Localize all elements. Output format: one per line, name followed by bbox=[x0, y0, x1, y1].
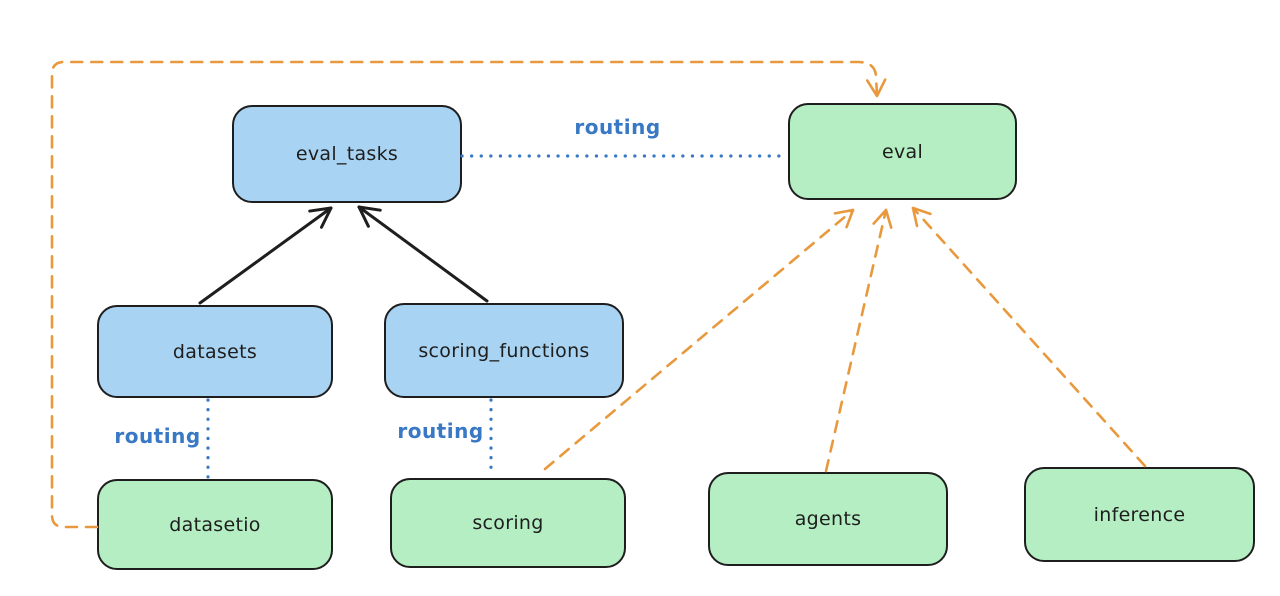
node-inference: inference bbox=[1024, 467, 1255, 562]
edge-datasets-eval-tasks-arrow bbox=[198, 206, 333, 305]
node-scoring-functions: scoring_functions bbox=[384, 303, 624, 398]
node-eval-tasks: eval_tasks bbox=[232, 105, 462, 203]
edge-datasetio-eval-arrow bbox=[50, 60, 887, 529]
node-datasetio: datasetio bbox=[97, 479, 333, 570]
node-eval-tasks-label: eval_tasks bbox=[295, 143, 399, 165]
node-inference-label: inference bbox=[1093, 503, 1186, 526]
edge-scoring-functions-eval-tasks-arrow bbox=[357, 205, 489, 303]
node-agents-label: agents bbox=[794, 508, 862, 530]
node-scoring-functions-label: scoring_functions bbox=[418, 339, 590, 362]
node-datasets: datasets bbox=[97, 305, 333, 398]
node-eval-label: eval bbox=[881, 140, 924, 163]
node-scoring-label: scoring bbox=[472, 512, 544, 534]
routing-label-scoring-functions-scoring: routing bbox=[397, 419, 484, 443]
routing-label-eval-tasks-eval: routing bbox=[574, 115, 661, 139]
node-datasetio-label: datasetio bbox=[169, 513, 261, 536]
node-agents: agents bbox=[708, 472, 948, 566]
node-datasets-label: datasets bbox=[172, 340, 258, 363]
node-scoring: scoring bbox=[390, 478, 626, 568]
edge-agents-eval-arrow bbox=[824, 208, 893, 473]
routing-label-datasets-datasetio: routing bbox=[114, 424, 201, 448]
node-eval: eval bbox=[788, 103, 1017, 200]
edge-inference-eval-arrow bbox=[911, 206, 1147, 468]
